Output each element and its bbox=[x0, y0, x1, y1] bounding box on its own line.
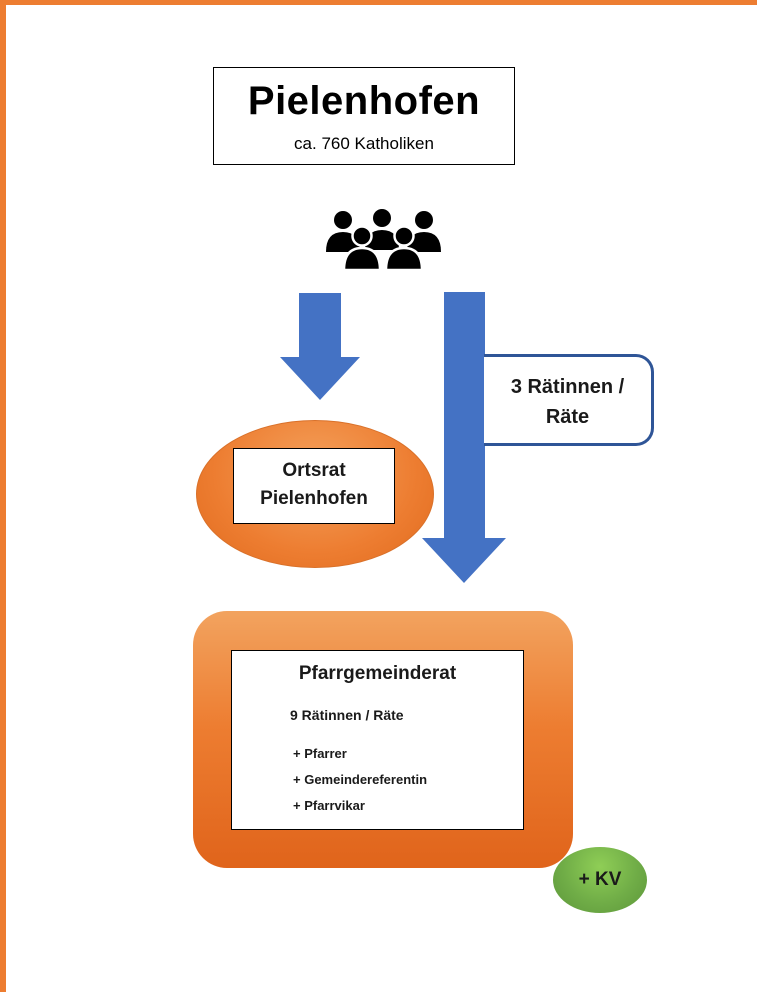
callout-line-2: Räte bbox=[545, 406, 590, 428]
title-box: Pielenhofen ca. 760 Katholiken bbox=[213, 67, 515, 165]
member-item: + Pfarrer bbox=[293, 746, 347, 761]
member-item: + Gemeindereferentin bbox=[293, 772, 428, 787]
kv-badge: + KV bbox=[553, 847, 647, 913]
pfarrgemeinderat-title: Pfarrgemeinderat bbox=[298, 663, 457, 684]
ortsrat-line-1: Ortsrat bbox=[282, 460, 346, 481]
pfarrgemeinderat-box: Pfarrgemeinderat 9 Rätinnen / Räte + Pfa… bbox=[231, 650, 524, 830]
ortsrat-line-2: Pielenhofen bbox=[260, 488, 368, 509]
pfarrgemeinderat-count: 9 Rätinnen / Räte bbox=[290, 707, 404, 723]
callout-line-1: 3 Rätinnen / bbox=[510, 376, 625, 398]
page-subtitle: ca. 760 Katholiken bbox=[294, 134, 434, 153]
representatives-callout: 3 Rätinnen / Räte bbox=[484, 354, 654, 446]
member-item: + Pfarrvikar bbox=[293, 798, 365, 813]
ortsrat-label-box: Ortsrat Pielenhofen bbox=[233, 448, 395, 524]
group-of-people-icon bbox=[326, 209, 441, 270]
arrow-to-ortsrat bbox=[280, 293, 360, 400]
pfarrgemeinderat-members: + Pfarrer + Gemeindereferentin + Pfarrvi… bbox=[293, 741, 427, 819]
page-title: Pielenhofen bbox=[247, 79, 481, 123]
